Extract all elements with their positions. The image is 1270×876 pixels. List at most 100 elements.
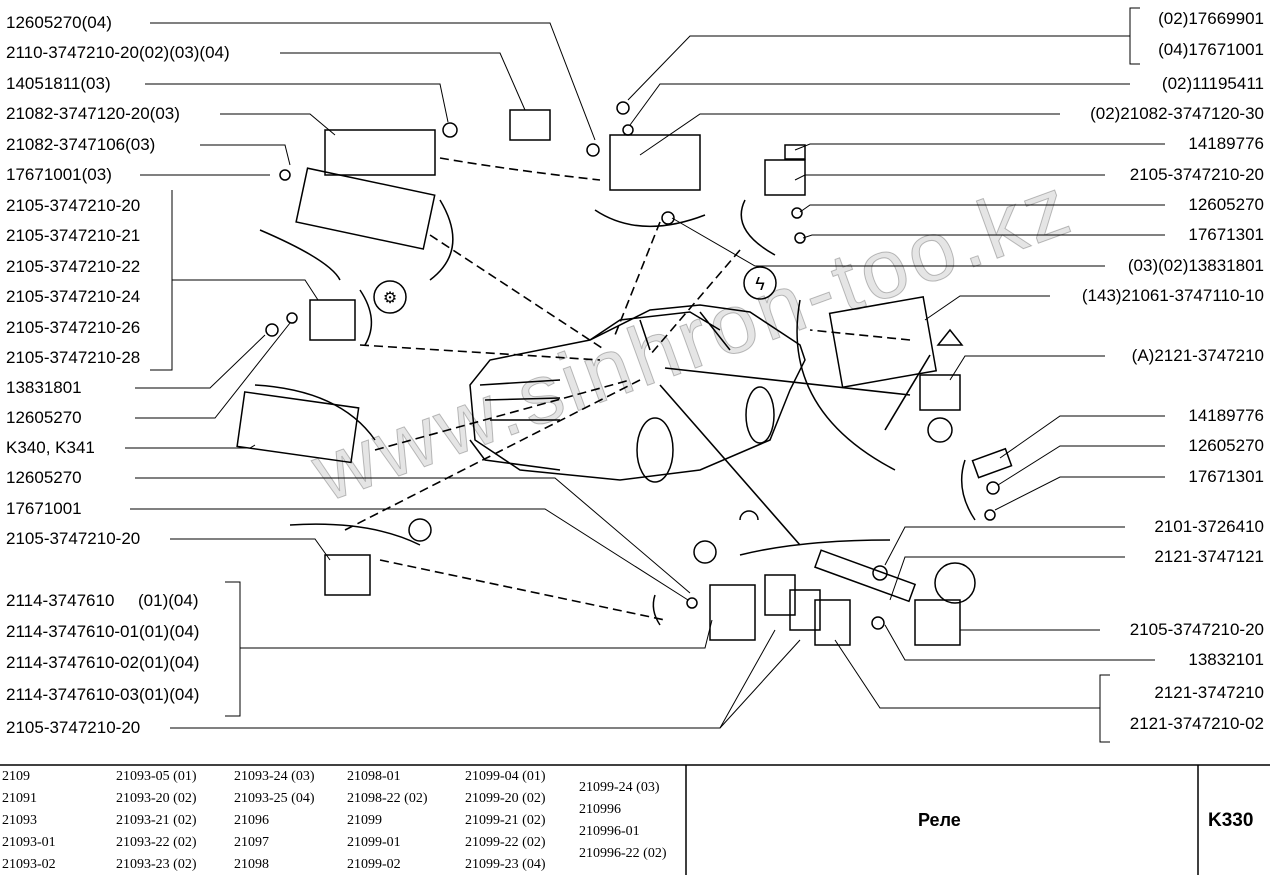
relay-top [509,109,551,141]
fuse-box [236,391,360,464]
label-right: 2121-3747210 [1154,683,1264,702]
model-item: 21093-23 (02) [116,857,197,872]
models-column: 21093-24 (03) 21093-25 (04) 21096 21097 … [234,766,315,876]
relay-strip [814,549,917,603]
model-item: 21099-04 (01) [465,769,546,784]
model-item: 21093-22 (02) [116,835,197,850]
label-right: (02)21082-3747120-30 [1090,104,1264,123]
models-column: 21098-01 21098-22 (02) 21099 21099-01 21… [347,766,428,876]
drawing-title: Реле [918,810,961,830]
label-right: 2105-3747210-20 [1129,165,1264,184]
model-item: 21099 [347,813,382,828]
relay-group-1 [764,574,796,616]
label-right: 14189776 [1188,134,1264,153]
relay-bottom-left [324,554,371,596]
models-column: 21093-05 (01) 21093-20 (02) 21093-21 (02… [116,766,197,876]
relay-bracket-right [609,134,701,191]
model-item: 21099-02 [347,857,401,872]
model-item: 21093-02 [2,857,56,872]
svg-text:⚙: ⚙ [383,290,397,307]
model-item: 21096 [234,813,269,828]
label-right: (03)(02)13831801 [1127,256,1264,275]
label-left: 12605270(04) [6,13,112,32]
car-outline [469,304,806,481]
label-left: K340, K341 [6,438,95,457]
model-item: 210996-01 [579,824,640,839]
label-right: (02)11195411 [1161,74,1264,93]
models-column: 21099-24 (03) 210996 210996-01 210996-22… [579,777,667,865]
foglight-symbol [408,518,432,542]
relay-group-2 [789,589,821,631]
models-column: 21099-04 (01) 21099-20 (02) 21099-21 (02… [465,766,546,876]
relay-module [709,584,756,641]
model-item: 21099-24 (03) [579,780,660,795]
relay-left [309,299,356,341]
model-item: 210996-22 (02) [579,846,667,861]
label-right: (04)17671001 [1158,40,1264,59]
label-left: 2105-3747210-26 [6,318,141,337]
label-left: 21082-3747106(03) [6,135,156,154]
control-unit [828,295,938,389]
model-item: 21097 [234,835,269,850]
model-item: 210996 [579,802,621,817]
label-right: 12605270 [1188,436,1264,455]
label-left: 2105-3747210-22 [6,257,141,276]
label-left: 2105-3747210-28 [6,348,141,367]
model-item: 21099-23 (04) [465,857,546,872]
label-left: 12605270 [6,408,82,427]
label-left: 2105-3747210-20 [6,196,141,215]
label-right: (143)21061-3747110-10 [1081,286,1264,305]
model-item: 21099-01 [347,835,401,850]
label-right: 2121-3747210-02 [1129,714,1264,733]
label-right: (A)2121-3747210 [1131,346,1264,365]
lightning-symbol [743,266,777,300]
model-item: 21098-01 [347,769,401,784]
label-left: 12605270 [6,468,82,487]
label-left: 21082-3747120-20(03) [6,104,180,123]
label-left: 14051811(03) [6,74,111,93]
relay-right-mid [919,374,961,411]
label-right: 2105-3747210-20 [1129,620,1264,639]
label-left: 17671001 [6,499,82,518]
svg-text:ϟ: ϟ [755,274,765,294]
relay-bracket [324,129,436,176]
drawing-code: K330 [1208,810,1254,831]
model-item: 21093 [2,813,37,828]
model-item: 21093-25 (04) [234,791,315,806]
relay-right-top [764,159,806,196]
model-item: 21099-20 (02) [465,791,546,806]
models-column: 2109 21091 21093 21093-01 21093-02 [2,766,56,876]
model-item: 21093-01 [2,835,56,850]
foglight-rear-symbol [693,540,717,564]
label-left: 2105-3747210-21 [6,226,141,245]
label-right: 2101-3726410 [1154,517,1264,536]
relay-box-cover [295,167,436,250]
label-left: 2114-3747610-01(01)(04) [6,622,200,641]
model-item: 21093-24 (03) [234,769,315,784]
brake-symbol [927,417,953,443]
label-left: 2114-3747610 (01)(04) [6,591,199,610]
label-right: 13832101 [1188,650,1264,669]
relay-group-3 [814,599,851,646]
model-item: 21093-21 (02) [116,813,197,828]
model-item: 21093-20 (02) [116,791,197,806]
relay-right-bottom [914,599,961,646]
label-right: (02)17669901 [1158,9,1264,28]
model-item: 21099-22 (02) [465,835,546,850]
model-item: 2109 [2,769,30,784]
label-left: 2105-3747210-20 [6,718,141,737]
label-left: 13831801 [6,378,82,397]
model-item: 21098 [234,857,269,872]
label-right: 12605270 [1188,195,1264,214]
label-left: 2114-3747610-02(01)(04) [6,653,200,672]
model-item: 21091 [2,791,37,806]
label-left: 2114-3747610-03(01)(04) [6,685,200,704]
fan-symbol [373,280,407,314]
label-left: 2105-3747210-24 [6,287,141,306]
model-item: 21098-22 (02) [347,791,428,806]
label-left: 17671001(03) [6,165,112,184]
label-left: 2110-3747210-20(02)(03)(04) [6,43,230,62]
model-item: 21093-05 (01) [116,769,197,784]
model-item: 21099-21 (02) [465,813,546,828]
